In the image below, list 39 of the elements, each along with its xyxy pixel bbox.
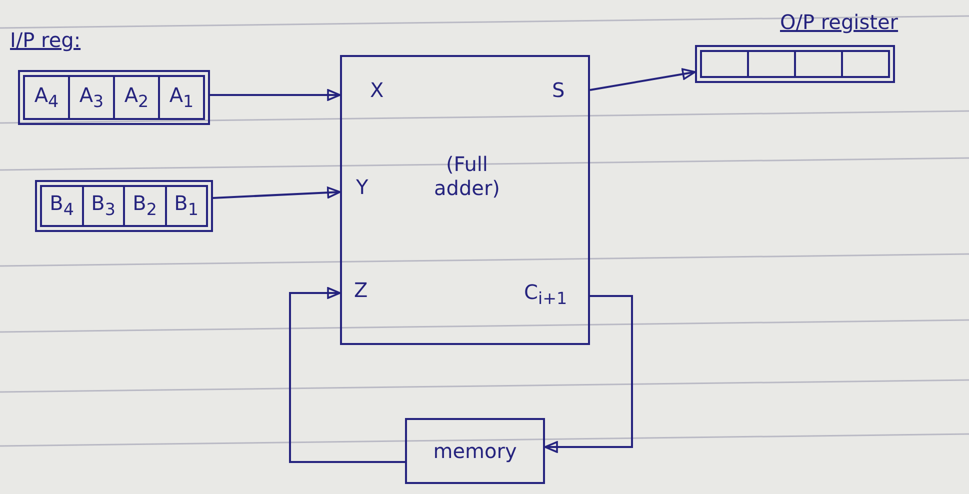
register-cell <box>164 185 208 227</box>
bit-label: B$_{4}$ <box>50 193 74 219</box>
bit-label: B$_{3}$ <box>91 193 116 219</box>
register-cell <box>794 50 843 78</box>
register-cell <box>113 75 160 120</box>
register-cell <box>82 185 125 227</box>
register-box <box>35 180 213 232</box>
register-box <box>695 45 895 83</box>
register-cell <box>68 75 115 120</box>
full-adder-box <box>340 55 590 345</box>
register-cell <box>23 75 70 120</box>
register-cell <box>158 75 205 120</box>
register-box <box>18 70 210 125</box>
arrow <box>544 295 633 453</box>
bit-label: B$_{1}$ <box>174 193 198 219</box>
port-label: C$_{i+1}$ <box>524 282 568 308</box>
register-cell <box>40 185 84 227</box>
block-label: memory <box>433 441 517 461</box>
memory-box <box>405 418 545 484</box>
register-cell <box>747 50 796 78</box>
port-label: S <box>552 80 565 100</box>
block-label: (Full adder) <box>433 152 501 200</box>
arrow <box>210 89 341 101</box>
bit-label: A$_{3}$ <box>79 84 104 110</box>
register-cell <box>841 50 890 78</box>
register-cell <box>700 50 749 78</box>
register-heading: O/P register <box>780 12 898 32</box>
register-cell <box>123 185 166 227</box>
bit-label: A$_{4}$ <box>34 84 59 110</box>
arrow <box>212 186 341 199</box>
bit-label: A$_{2}$ <box>124 84 149 110</box>
port-label: Z <box>354 280 368 300</box>
arrow <box>289 287 405 463</box>
bit-label: B$_{2}$ <box>132 193 157 219</box>
port-label: X <box>370 80 384 100</box>
arrow <box>590 68 696 91</box>
bit-label: A$_{1}$ <box>169 84 194 110</box>
port-label: Y <box>356 177 368 197</box>
register-heading: I/P reg: <box>10 30 81 50</box>
